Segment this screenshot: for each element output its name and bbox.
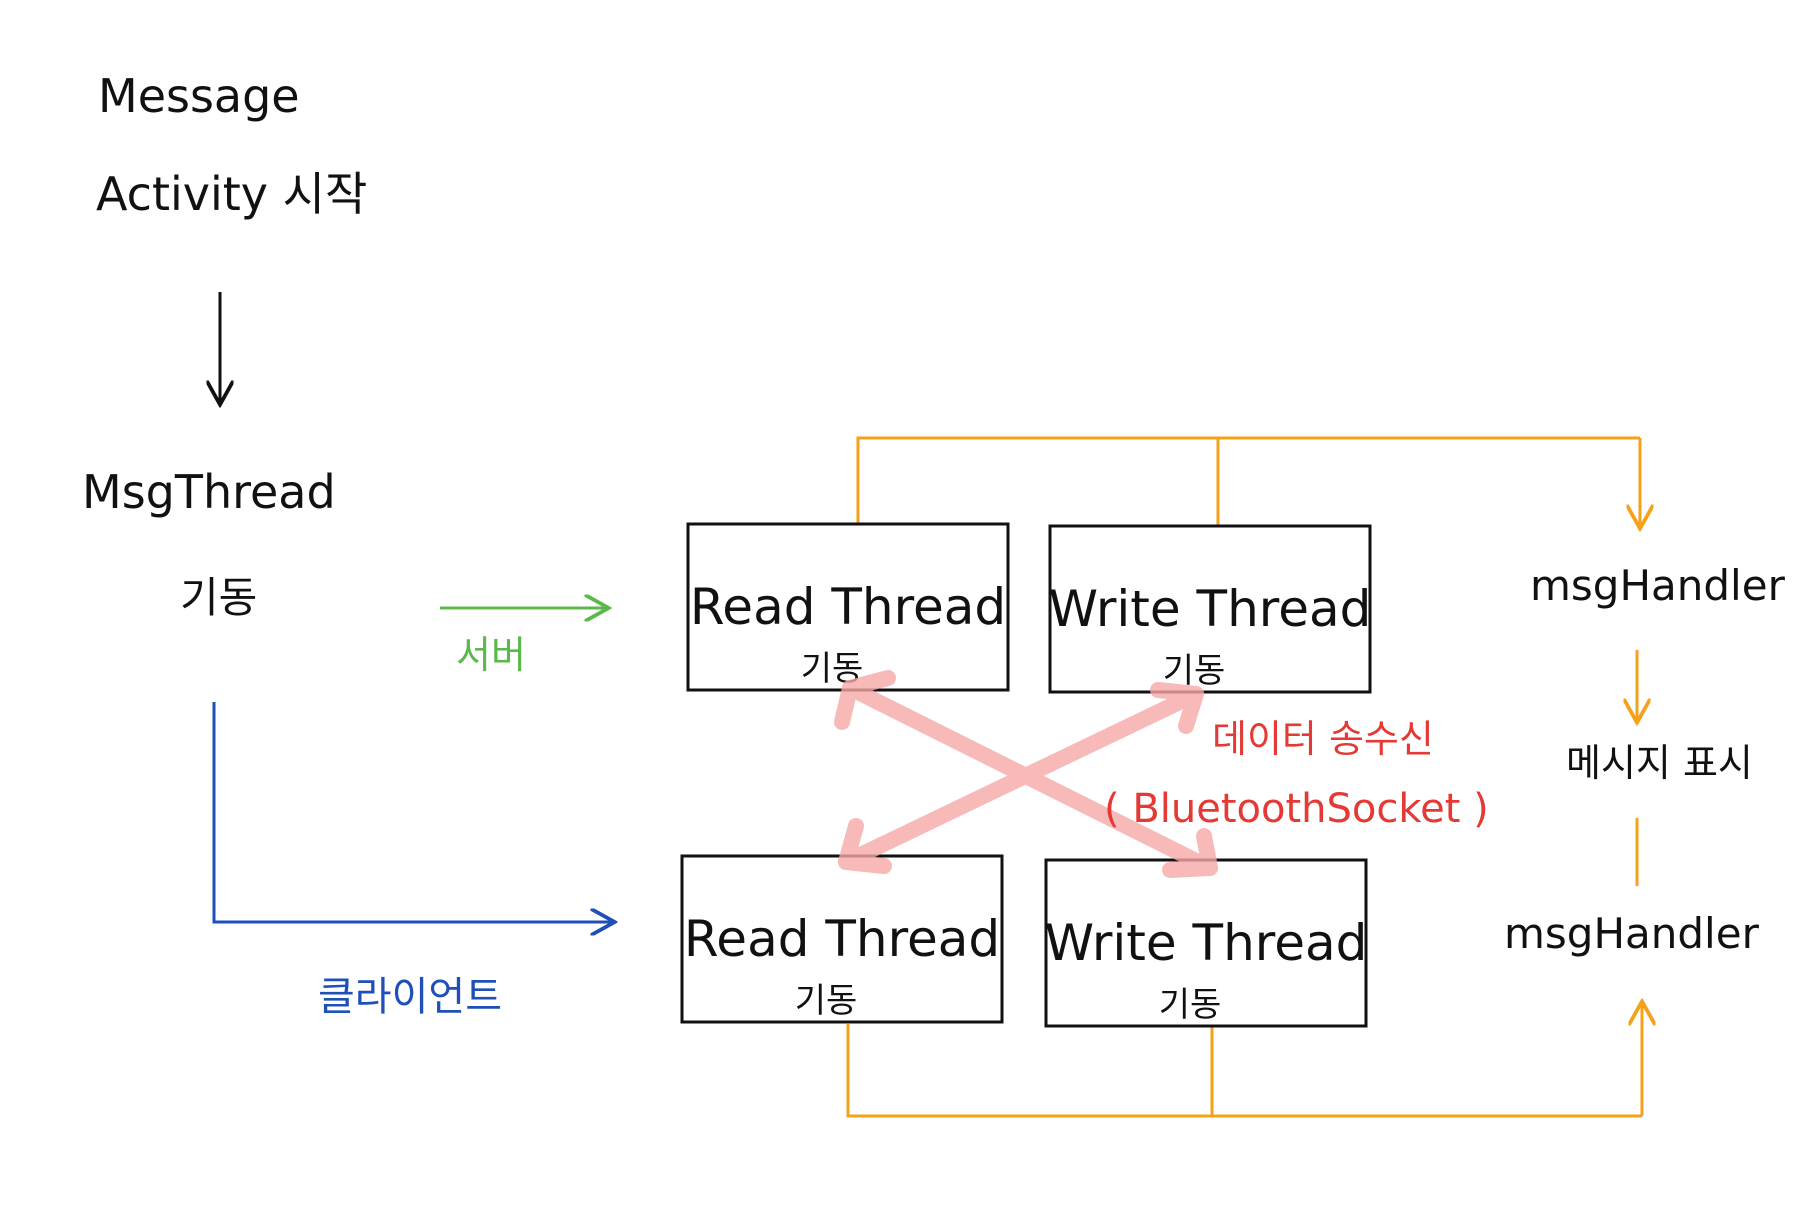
- server-read-thread-title: Read Thread: [690, 578, 1006, 636]
- data-exchange-label: 데이터 송수신: [1212, 717, 1434, 761]
- server-label: 서버: [456, 633, 526, 677]
- client-read-thread-title: Read Thread: [684, 910, 1000, 968]
- msg-thread-label: MsgThread: [82, 465, 336, 519]
- data-exchange-arrows: [834, 670, 1218, 878]
- handler-top-line-read: [856, 436, 1640, 526]
- client-write-thread-title: Write Thread: [1045, 914, 1368, 972]
- client-arrow: [212, 702, 612, 922]
- client-read-thread-sub: 기동: [795, 981, 858, 1021]
- start-label-line2: Activity 시작: [96, 167, 367, 221]
- exchange-arrowhead-server-write: [1150, 682, 1204, 734]
- exchange-arrowhead-server-read: [834, 670, 896, 730]
- client-write-thread-sub: 기동: [1159, 985, 1222, 1025]
- start-label-line1: Message: [98, 69, 300, 123]
- exchange-arrowhead-client-write: [1162, 828, 1218, 878]
- client-write-thread-box: Write Thread 기동: [1044, 858, 1368, 1028]
- bluetooth-socket-label: ( BluetoothSocket ): [1104, 786, 1489, 832]
- msg-handler-top-label: msgHandler: [1530, 561, 1786, 610]
- client-read-thread-box: Read Thread 기동: [680, 854, 1004, 1024]
- server-write-thread-box: Write Thread 기동: [1048, 524, 1372, 694]
- msg-thread-start-label: 기동: [180, 573, 257, 622]
- server-read-thread-box: Read Thread 기동: [686, 522, 1010, 692]
- server-write-thread-title: Write Thread: [1049, 580, 1372, 638]
- message-display-label: 메시지 표시: [1566, 741, 1753, 785]
- exchange-arrowhead-client-read: [838, 818, 892, 874]
- msg-handler-bottom-label: msgHandler: [1504, 909, 1760, 958]
- client-label: 클라이언트: [318, 974, 502, 1020]
- exchange-arrow-server-write-client-read: [838, 686, 1204, 870]
- handler-bottom-line-read: [846, 1024, 1642, 1118]
